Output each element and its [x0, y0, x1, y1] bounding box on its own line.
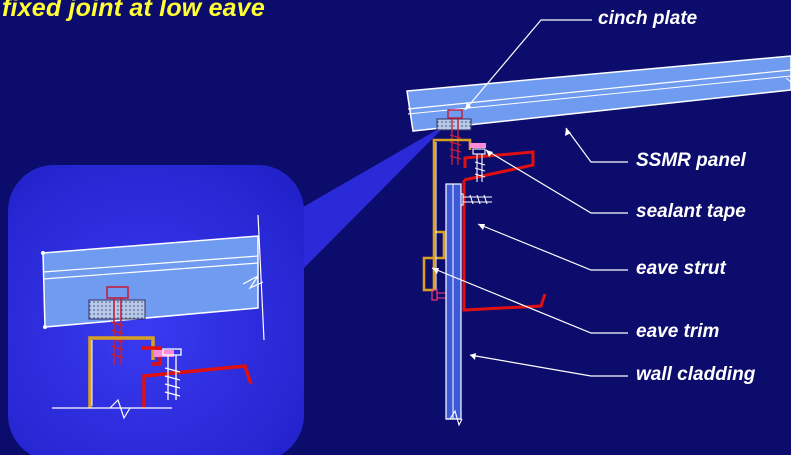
detail-strut-screw [162, 348, 182, 400]
detail-cinch-plate [88, 299, 146, 320]
main-fastener [447, 109, 463, 165]
strut-screw [472, 148, 486, 182]
leader-wall-cladding [469, 354, 628, 377]
eave-strut-drawing [462, 150, 547, 312]
label-eave-strut: eave strut [636, 258, 726, 279]
label-cinch-plate: cinch plate [598, 8, 698, 29]
wall-cladding-drawing [445, 183, 463, 427]
leader-sealant-tape [485, 149, 628, 214]
leader-ssmr-panel [565, 127, 628, 163]
leader-cinch-plate [464, 19, 592, 111]
wall-screw [456, 193, 492, 206]
zoom-wedge [291, 124, 447, 268]
leader-arrows [432, 102, 571, 360]
detail-callout-box [8, 165, 304, 455]
label-eave-trim: eave trim [636, 321, 720, 342]
cinch-plate-drawing [436, 118, 472, 131]
sealant-tape-drawing [470, 143, 486, 148]
label-sealant-tape: sealant tape [636, 201, 746, 222]
leader-eave-strut [477, 223, 628, 271]
diagram-title: fixed joint at low eave [2, 0, 265, 22]
leader-lines [431, 19, 628, 377]
label-wall-cladding: wall cladding [636, 364, 756, 385]
detail-fastener [106, 286, 129, 365]
leader-eave-trim [431, 267, 628, 334]
label-ssmr-panel: SSMR panel [636, 150, 746, 171]
